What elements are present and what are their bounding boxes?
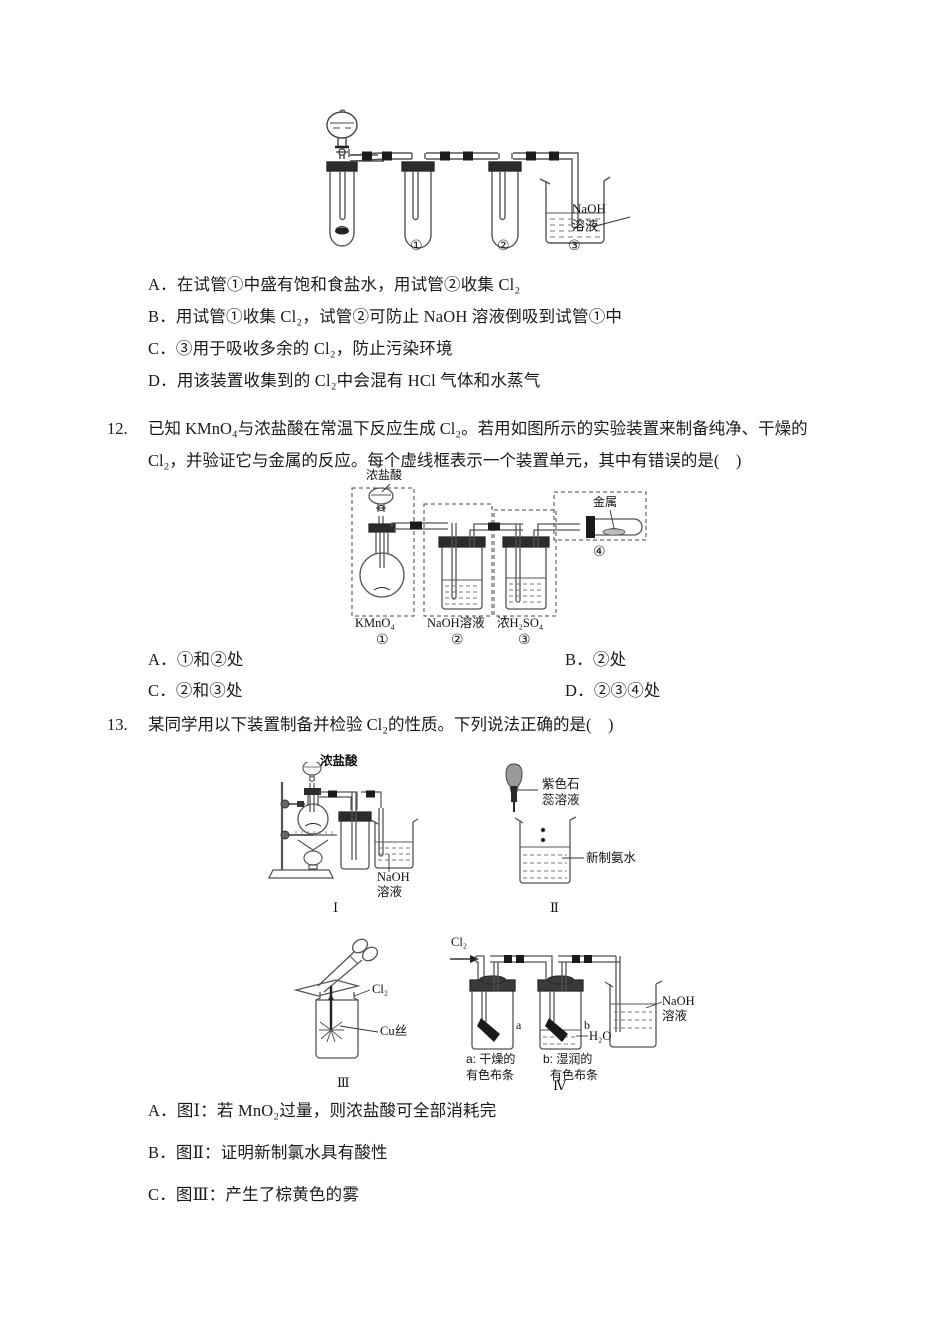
- fig4-note-b-line2: 有色布条: [550, 1068, 599, 1082]
- fig1-naoh-line1: NaOH: [377, 870, 410, 884]
- naoh-label-line2: 溶液: [572, 218, 599, 233]
- q12-stem-line1: 已知 KMnO₄与浓盐酸在常温下反应生成 Cl₂。若用如图所示的实验装置来制备纯…: [148, 419, 808, 438]
- fig4-mark-a: a: [516, 1018, 522, 1032]
- q12-unit-number-1: ①: [376, 632, 389, 648]
- q11-option-b: B．用试管①收集 Cl₂，试管②可防止 NaOH 溶液倒吸到试管①中: [148, 307, 623, 326]
- fig2-litmus-line1: 紫色石: [542, 777, 580, 791]
- figure-13-I: 浓盐酸 NaOH 溶液: [265, 754, 435, 899]
- q12-unit-number-2: ②: [451, 632, 464, 648]
- figure-13-III: Cl₂ Cu丝: [288, 938, 448, 1073]
- q12-option-d: D．②③④处: [565, 681, 661, 700]
- fig4-water-label: H₂O: [589, 1029, 612, 1043]
- figure-q12-apparatus: 浓盐酸 金属 KMnO₄ NaOH溶液 浓H₂SO₄ ① ② ③ ④: [348, 468, 678, 648]
- q11-option-a: A．在试管①中盛有饱和食盐水，用试管②收集 Cl₂: [148, 275, 521, 294]
- unit2-substance-label: NaOH溶液: [427, 616, 485, 630]
- fig4-note-b-line1: b: 湿润的: [543, 1052, 593, 1066]
- fig4-naoh-line2: 溶液: [662, 1009, 688, 1023]
- q13-option-a: A．图Ⅰ：若 MnO₂过量，则浓盐酸可全部消耗完: [148, 1101, 497, 1120]
- unit-number-3: ③: [568, 238, 581, 254]
- q13-option-b: B．图Ⅱ：证明新制氯水具有酸性: [148, 1143, 388, 1162]
- q12-option-a: A．①和②处: [148, 650, 244, 669]
- fig4-note-a-line2: 有色布条: [466, 1068, 515, 1082]
- figure-13-IV: Cl₂ a b H₂O NaOH 溶液 a: 干燥的 有色布条 b: 湿润的 有…: [448, 935, 695, 1082]
- q11-option-c: C．③用于吸收多余的 Cl₂，防止污染环境: [148, 339, 453, 358]
- q12-unit-number-4: ④: [593, 544, 606, 560]
- fig3-chlorine-label: Cl₂: [372, 982, 389, 996]
- metal-label: 金属: [593, 495, 618, 509]
- q12-stem-line2: Cl₂，并验证它与金属的反应。每个虚线框表示一个装置单元，其中有错误的是( ): [148, 451, 742, 470]
- fig3-copper-wire-label: Cu丝: [380, 1024, 408, 1038]
- unit1-substance-label: KMnO₄: [355, 616, 395, 630]
- fig2-litmus-line2: 蕊溶液: [542, 793, 580, 807]
- unit-number-2: ②: [497, 238, 510, 254]
- figure-13-II: 紫色石 蕊溶液 新制氨水: [490, 762, 670, 892]
- unit-number-1: ①: [410, 238, 423, 254]
- fig4-mark-b: b: [584, 1018, 590, 1032]
- figure-caption-II: Ⅱ: [550, 900, 559, 915]
- figure-caption-III: Ⅲ: [337, 1075, 350, 1090]
- q13-option-c: C．图Ⅲ：产生了棕黄色的雾: [148, 1185, 360, 1204]
- figure-q11-apparatus: NaOH 溶液 ① ② ③: [300, 105, 660, 255]
- fig1-naoh-line2: 溶液: [377, 885, 403, 899]
- q12-option-b: B．②处: [565, 650, 627, 669]
- q13-stem: 某同学用以下装置制备并检验 Cl₂的性质。下列说法正确的是( ): [148, 715, 614, 734]
- concentrated-hcl-label: 浓盐酸: [366, 468, 403, 482]
- naoh-label-line1: NaOH: [572, 201, 606, 216]
- figure-caption-IV: Ⅳ: [553, 1078, 566, 1093]
- q12-number: 12.: [107, 419, 128, 438]
- fig4-note-a-line1: a: 干燥的: [466, 1052, 516, 1066]
- fig4-chlorine-inlet-label: Cl₂: [451, 935, 468, 949]
- fig2-chlorine-water-label: 新制氨水: [586, 851, 637, 865]
- unit3-substance-label: 浓H₂SO₄: [497, 616, 544, 630]
- q12-unit-number-3: ③: [518, 632, 531, 648]
- fig1-concentrated-hcl-label: 浓盐酸: [320, 754, 358, 768]
- q11-option-d: D．用该装置收集到的 Cl₂中会混有 HCl 气体和水蒸气: [148, 371, 541, 390]
- q12-option-c: C．②和③处: [148, 681, 243, 700]
- fig4-naoh-line1: NaOH: [662, 994, 695, 1008]
- figure-caption-I: Ⅰ: [333, 900, 339, 915]
- q13-number: 13.: [107, 715, 128, 734]
